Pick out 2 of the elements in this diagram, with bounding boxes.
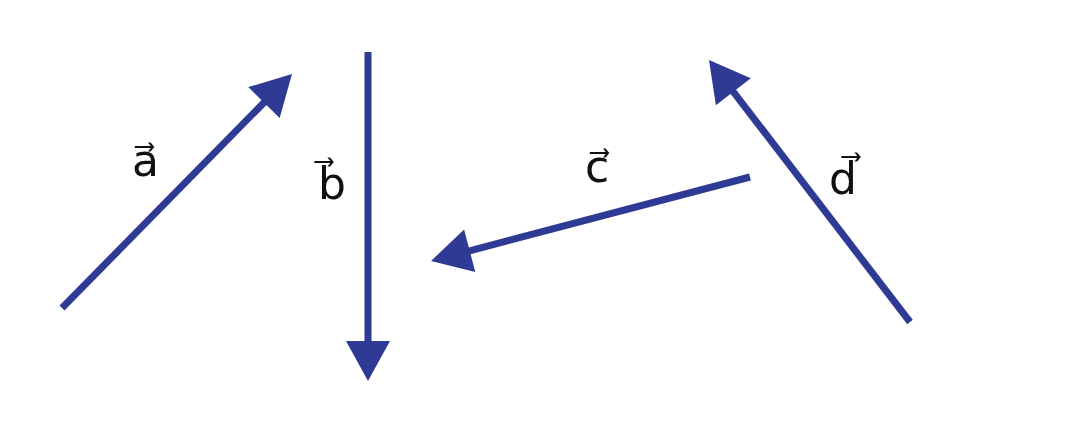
vector-label: c⃗ [585,142,610,193]
vector-label: a⃗ [132,136,159,187]
